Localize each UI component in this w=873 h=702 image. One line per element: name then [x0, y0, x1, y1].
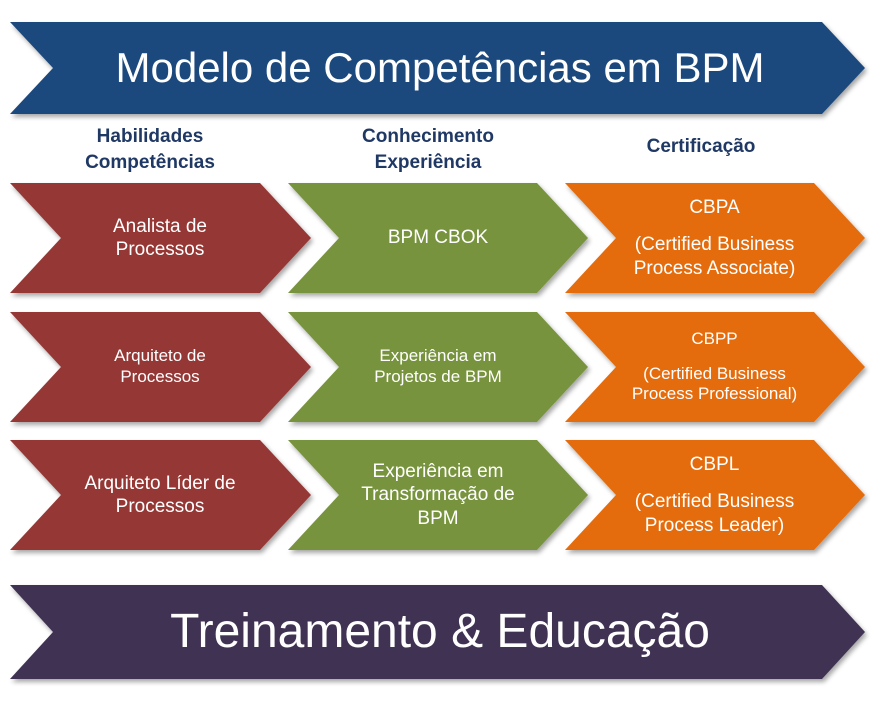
- cert-label-1: CBPA (Certified Business Process Associa…: [607, 183, 822, 293]
- skill-label-2: Arquiteto de Processos: [55, 312, 265, 422]
- knowledge-chevron-2: [288, 312, 588, 422]
- cert-label-3: CBPL (Certified Business Process Leader): [607, 440, 822, 550]
- column-header-certification: Certificação: [591, 121, 811, 173]
- cert-label-1-line2: Process Associate): [633, 257, 796, 279]
- skill-label-1-line1: Analista de: [112, 215, 207, 237]
- knowledge-label-3-line3: BPM: [417, 507, 459, 529]
- column-header-certification-line1: Certificação: [646, 136, 756, 158]
- column-header-knowledge-line1: Conhecimento: [362, 126, 494, 148]
- footer-text: Treinamento & Educação: [60, 585, 820, 679]
- cert-code-1: CBPA: [689, 197, 740, 219]
- skill-chevron-1: [10, 183, 311, 293]
- column-header-knowledge: Conhecimento Experiência: [318, 121, 538, 179]
- footer-title: Treinamento & Educação: [170, 604, 710, 658]
- cert-label-3-line2: Process Leader): [644, 514, 785, 536]
- skill-label-3-line2: Processos: [115, 496, 205, 517]
- knowledge-label-3-line2: Transformação de: [361, 484, 515, 506]
- column-header-skills-line1: Habilidades: [96, 126, 204, 148]
- knowledge-label-2-line1: Experiência em: [379, 346, 497, 366]
- cert-chevron-1: [565, 183, 865, 293]
- skill-chevron-3: [10, 440, 311, 550]
- title-text: Modelo de Competências em BPM: [60, 22, 820, 114]
- cert-label-2-line2: Process Professional): [631, 384, 798, 404]
- page-title: Modelo de Competências em BPM: [115, 44, 765, 92]
- cert-chevron-3: [565, 440, 865, 550]
- column-header-skills-line2: Competências: [85, 152, 215, 173]
- knowledge-label-2: Experiência em Projetos de BPM: [333, 312, 543, 422]
- knowledge-chevron-1: [288, 183, 588, 293]
- cert-label-1-line1: (Certified Business: [634, 234, 795, 256]
- knowledge-label-1-line1: BPM CBOK: [387, 227, 489, 249]
- skill-label-3-line1: Arquiteto Líder de: [84, 472, 236, 494]
- knowledge-label-3: Experiência em Transformação de BPM: [333, 440, 543, 550]
- skill-label-1: Analista de Processos: [55, 183, 265, 293]
- knowledge-label-1: BPM CBOK: [333, 183, 543, 293]
- knowledge-label-2-line2: Projetos de BPM: [374, 367, 502, 386]
- knowledge-chevron-3: [288, 440, 588, 550]
- skill-label-2-line2: Processos: [120, 367, 200, 386]
- cert-code-2: CBPP: [691, 328, 738, 348]
- title-banner: [10, 22, 865, 114]
- cert-label-2-line1: (Certified Business: [643, 363, 786, 383]
- cert-code-3: CBPL: [689, 454, 740, 476]
- footer-banner: [10, 585, 865, 679]
- skill-label-2-line1: Arquiteto de: [114, 346, 206, 366]
- column-header-skills: Habilidades Competências: [40, 121, 260, 179]
- cert-chevron-2: [565, 312, 865, 422]
- skill-chevron-2: [10, 312, 311, 422]
- cert-label-2: CBPP (Certified Business Process Profess…: [607, 312, 822, 422]
- skill-label-3: Arquiteto Líder de Processos: [55, 440, 265, 550]
- cert-label-3-line1: (Certified Business: [634, 491, 795, 513]
- column-header-knowledge-line2: Experiência: [374, 152, 482, 173]
- skill-label-1-line2: Processos: [115, 239, 205, 260]
- knowledge-label-3-line1: Experiência em: [372, 461, 504, 483]
